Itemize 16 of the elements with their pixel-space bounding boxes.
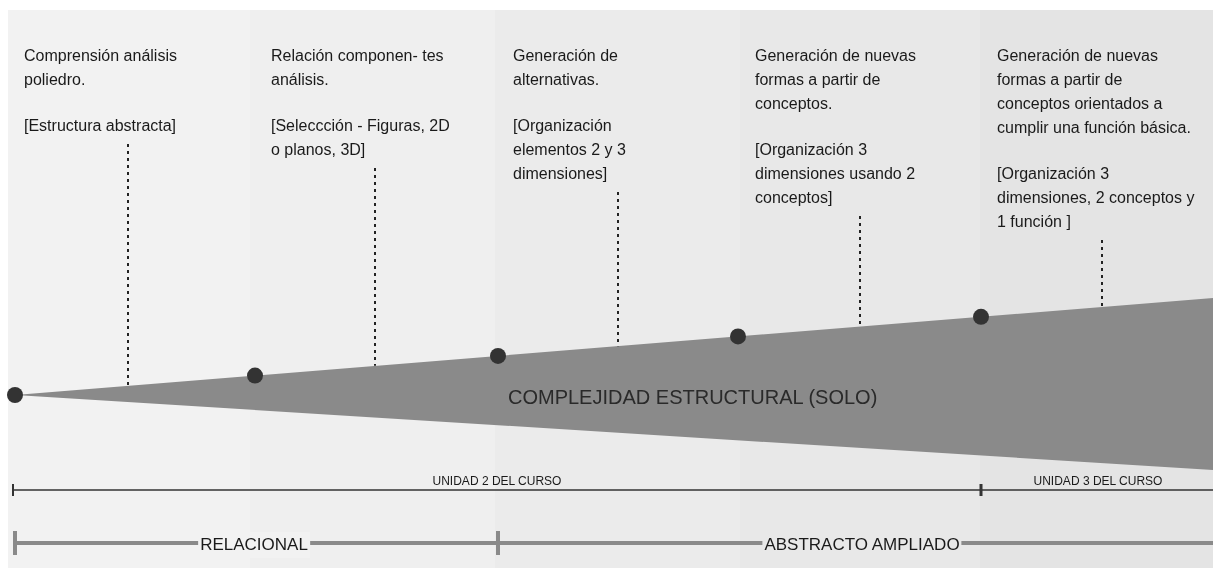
stage-description: Relación componen- tes análisis.	[271, 46, 445, 90]
leader-line	[374, 167, 376, 367]
stage-note: [Organización elementos 2 y 3 dimensiones]	[513, 116, 627, 184]
unit-label: UNIDAD 3 DEL CURSO	[1033, 473, 1163, 490]
stage-note: [Organización 3 dimensiones, 2 conceptos y 1 función ]	[997, 164, 1196, 232]
leader-line	[127, 143, 129, 387]
stage-description: Generación de alternativas.	[513, 46, 619, 90]
wedge-label: COMPLEJIDAD ESTRUCTURAL (SOLO)	[508, 385, 878, 410]
leader-line	[1101, 239, 1103, 308]
stage-note: [Seleccción - Figuras, 2D o planos, 3D]	[271, 116, 451, 160]
stage-note: [Organización 3 dimensiones usando 2 conceptos]	[755, 140, 917, 208]
stage-description: Comprensión análisis poliedro.	[24, 46, 178, 90]
stage-note: [Estructura abstracta]	[24, 116, 178, 136]
stage-description: Generación de nuevas formas a partir de conceptos.	[755, 46, 917, 114]
stage-description: Generación de nuevas formas a partir de conceptos orientados a cumplir una función básica.	[997, 46, 1192, 138]
unit-label: UNIDAD 2 DEL CURSO	[432, 473, 562, 490]
